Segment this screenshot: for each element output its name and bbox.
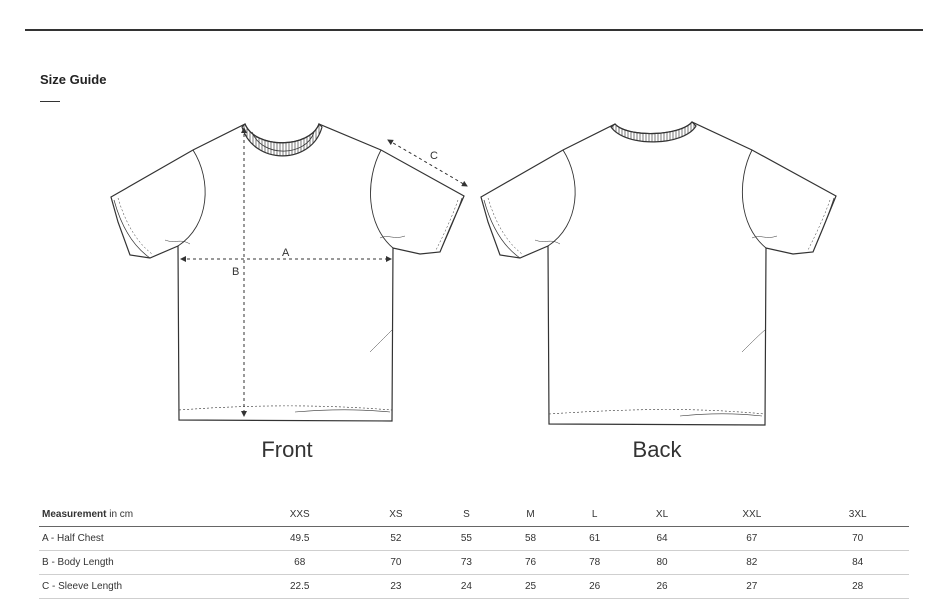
table-cell: 23	[390, 581, 402, 592]
page-title: Size Guide	[40, 72, 107, 87]
top-divider	[25, 29, 923, 31]
table-cell: 82	[746, 557, 758, 568]
table-cell: 58	[524, 533, 537, 544]
front-body-outline	[110, 123, 465, 422]
table-row: C - Sleeve Length 22.5 23 24 25 26 26 27…	[39, 575, 909, 599]
table-cell: 26	[656, 581, 668, 592]
table-cell: 80	[656, 557, 668, 568]
size-header-l: L	[591, 509, 598, 520]
table-cell: 49.5	[289, 533, 310, 544]
back-view-label: Back	[632, 437, 682, 462]
front-collar	[241, 122, 323, 157]
table-cell: 52	[390, 533, 402, 544]
table-cell: 76	[524, 557, 537, 568]
row-label: B - Body Length	[42, 557, 114, 568]
back-body-outline	[480, 121, 837, 426]
table-cell: 70	[852, 533, 864, 544]
table-header-row: Measurement in cm XXS XS S M L XL XXL 3X…	[39, 503, 909, 527]
tshirt-diagram: A B C	[110, 121, 837, 426]
row-label: C - Sleeve Length	[42, 581, 123, 592]
table-cell: 84	[852, 557, 864, 568]
table-row: A - Half Chest 49.5 52 55 58 61 64 67 70	[39, 527, 909, 551]
table-cell: 70	[390, 557, 402, 568]
measurement-header: Measurement in cm	[39, 503, 242, 527]
measure-b-label: B	[232, 266, 239, 278]
size-header-xl: XL	[655, 509, 669, 520]
measure-c-line	[387, 139, 468, 187]
title-underline	[40, 101, 60, 102]
measurement-header-unit: in cm	[106, 509, 134, 520]
measure-c-label: C	[430, 150, 438, 162]
table-cell: 55	[460, 533, 472, 544]
front-tshirt	[110, 122, 465, 422]
size-header-xxl: XXL	[742, 509, 762, 520]
size-table: Measurement in cm XXS XS S M L XL XXL 3X…	[39, 503, 909, 599]
table-cell: 61	[589, 533, 601, 544]
measure-a-label: A	[282, 247, 290, 259]
table-cell: 73	[460, 557, 472, 568]
table-cell: 25	[524, 581, 537, 592]
measurement-lines	[180, 127, 468, 417]
back-collar	[610, 121, 697, 143]
front-view-label: Front	[261, 437, 313, 462]
size-header-xxs: XXS	[289, 509, 310, 520]
back-tshirt	[480, 121, 837, 426]
measurement-header-title: Measurement	[42, 509, 107, 520]
table-cell: 26	[589, 581, 601, 592]
size-header-s: S	[463, 509, 470, 520]
table-cell: 64	[656, 533, 668, 544]
size-header-3xl: 3XL	[848, 509, 867, 520]
table-cell: 28	[852, 581, 864, 592]
table-cell: 24	[460, 581, 472, 592]
table-cell: 22.5	[289, 581, 310, 592]
size-header-xs: XS	[389, 509, 403, 520]
row-label: A - Half Chest	[42, 533, 104, 544]
size-header-m: M	[526, 509, 535, 520]
table-row: B - Body Length 68 70 73 76 78 80 82 84	[39, 551, 909, 575]
table-cell: 78	[589, 557, 601, 568]
table-cell: 68	[294, 557, 306, 568]
table-cell: 27	[746, 581, 758, 592]
table-cell: 67	[746, 533, 758, 544]
